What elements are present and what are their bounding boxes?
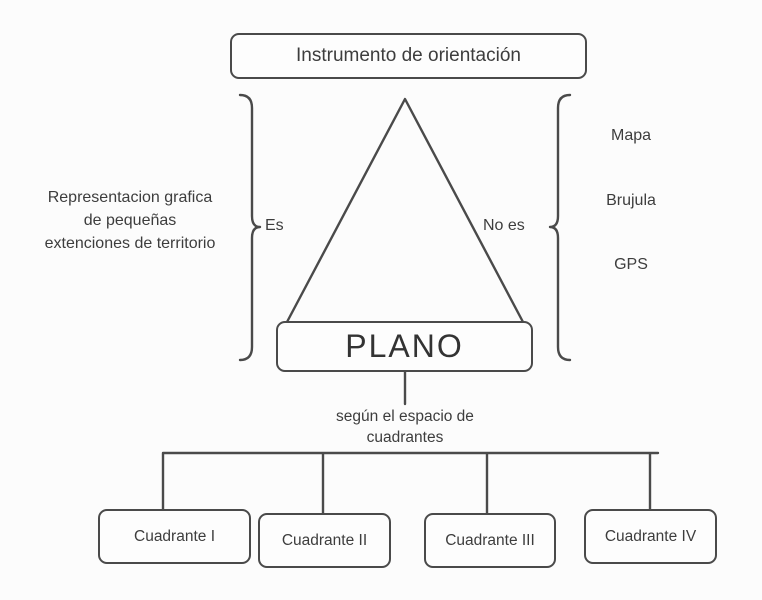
not-example-item: GPS xyxy=(614,256,648,273)
quadrant-box: Cuadrante IV xyxy=(584,509,717,564)
branch-caption: según el espacio de cuadrantes xyxy=(336,408,474,446)
quadrant-box: Cuadrante I xyxy=(98,509,251,564)
quadrant-label: Cuadrante II xyxy=(281,531,368,549)
title-text: Instrumento de orientación xyxy=(296,45,521,66)
definition-line: Representacion grafica xyxy=(47,189,213,206)
definition-text: Representacion grafica de pequeñas exten… xyxy=(14,186,246,255)
not-example-item: Mapa xyxy=(610,127,652,144)
quadrant-box: Cuadrante II xyxy=(258,513,391,568)
not-example-item: Brujula xyxy=(606,192,656,209)
left-brace xyxy=(238,93,262,362)
plano-box: PLANO xyxy=(276,321,533,372)
no-es-label: No es xyxy=(483,217,525,234)
definition-line: de pequeñas xyxy=(83,212,177,229)
quadrant-tree-lines xyxy=(161,451,660,515)
title-box: Instrumento de orientación xyxy=(230,33,587,79)
definition-line: extenciones de territorio xyxy=(44,235,216,252)
right-brace xyxy=(548,93,572,362)
quadrant-box: Cuadrante III xyxy=(424,513,556,568)
triangle-outline xyxy=(285,97,525,324)
quadrant-label: Cuadrante I xyxy=(134,527,215,545)
quadrant-label: Cuadrante III xyxy=(445,531,535,549)
plano-text: PLANO xyxy=(345,328,464,364)
es-label: Es xyxy=(265,217,284,234)
quadrant-label: Cuadrante IV xyxy=(604,527,697,545)
